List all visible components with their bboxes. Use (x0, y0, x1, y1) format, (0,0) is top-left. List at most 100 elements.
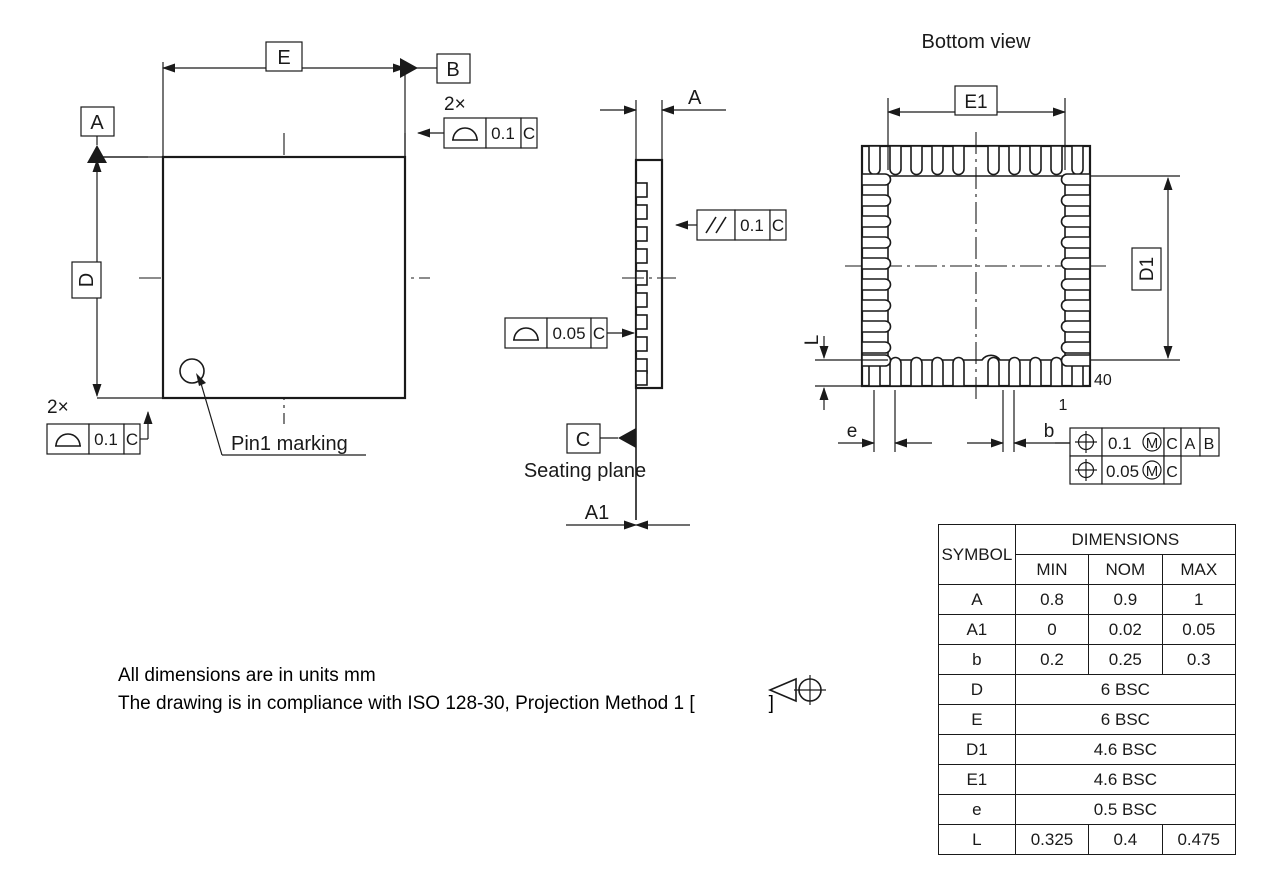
side-profile-tolerance: 0.05 (552, 324, 585, 343)
pad (1060, 320, 1091, 333)
mmc-modifier-circle-2 (1142, 460, 1162, 480)
row-max: 0.3 (1161, 644, 1236, 675)
row-symbol: b (938, 644, 1016, 675)
row-symbol: E (938, 704, 1016, 735)
datum-b-box (436, 53, 471, 84)
pin1-leader-arrow (196, 373, 206, 386)
mmc-modifier-1: M (1146, 435, 1159, 452)
pad (931, 145, 944, 176)
table-row: b 0.2 0.25 0.3 (938, 644, 1236, 675)
top-profile-multiplier: 2× (444, 94, 466, 115)
lead-pad (635, 182, 648, 198)
pad (868, 145, 881, 176)
pad (1071, 145, 1084, 176)
pads-top-row (868, 145, 1084, 176)
table-row: A 0.8 0.9 1 (938, 584, 1236, 615)
d-label: D (76, 273, 98, 287)
row-symbol: L (938, 824, 1016, 855)
parallelism-tolerance-cell (734, 209, 771, 241)
pad (1050, 145, 1063, 176)
row-nom: 0.02 (1088, 614, 1163, 645)
lead-pad (635, 204, 648, 220)
profile-of-surface-icon-left (55, 433, 81, 447)
mmc-modifier-circle-1 (1142, 432, 1162, 452)
d-label-box (71, 261, 102, 299)
parallelism-datum: C (772, 216, 784, 235)
position-tolerance-2: 0.05 (1106, 462, 1139, 481)
pad (1060, 215, 1091, 228)
table-header-row-1: SYMBOL DIMENSIONS (938, 524, 1237, 585)
datum-a-label: A (90, 112, 104, 134)
row-value-span: 0.5 BSC (1014, 794, 1237, 825)
note-projection-post: ] (768, 693, 774, 714)
profile-of-surface-icon-side (513, 327, 539, 341)
b-width-label: b (1044, 421, 1055, 442)
header-nom: NOM (1088, 554, 1163, 585)
pad (931, 356, 944, 387)
row-min: 0.2 (1014, 644, 1090, 675)
pin1-leader-line (199, 379, 223, 456)
top-profile-feature-frame: 0.1 C (443, 117, 538, 149)
package-body-outline-top (161, 155, 407, 400)
pads-left-column (861, 173, 892, 367)
pad (1029, 356, 1042, 387)
table-row: L 0.325 0.4 0.475 (938, 824, 1236, 855)
position-datum-c-2: C (1166, 464, 1178, 481)
pad (861, 194, 892, 207)
table-row: D 6 BSC (938, 674, 1237, 705)
parallelism-datum-cell (769, 209, 787, 241)
position-tolerance-1: 0.1 (1108, 434, 1132, 453)
e-pitch-label: e (847, 421, 858, 442)
pad (1060, 194, 1091, 207)
lead-pad (635, 226, 648, 242)
note-projection-pre: The drawing is in compliance with ISO 12… (118, 693, 695, 714)
top-profile-datum-cell (520, 117, 538, 149)
pad (1060, 173, 1091, 186)
mmc-modifier-2: M (1146, 463, 1159, 480)
row-nom: 0.4 (1088, 824, 1163, 855)
d1-label-box (1131, 247, 1162, 291)
a-height-label: A (688, 87, 702, 109)
dimensions-table: SYMBOL DIMENSIONS MIN NOM MAX A 0.8 0.9 … (938, 524, 1237, 855)
pad (1008, 145, 1021, 176)
lead-pad (635, 314, 648, 330)
a1-label: A1 (585, 502, 609, 524)
parallelism-feature-frame: 0.1 C (696, 209, 787, 241)
row-nom: 0.25 (1088, 644, 1163, 675)
row-value-span: 6 BSC (1014, 704, 1237, 735)
pad (861, 257, 892, 270)
pad (1060, 341, 1091, 354)
left-profile-feature-frame: 0.1 C (46, 423, 141, 455)
top-profile-tolerance: 0.1 (491, 124, 515, 143)
pad (1050, 356, 1063, 387)
position-feature-frame-primary: 0.1 M C A B (1069, 427, 1220, 457)
pad (861, 299, 892, 312)
pad (910, 356, 923, 387)
table-row: E 6 BSC (938, 704, 1237, 735)
lead-pad (635, 370, 648, 386)
position-datum-cell-b (1199, 427, 1220, 457)
pad (861, 215, 892, 228)
row-max: 0.475 (1161, 824, 1236, 855)
table-row: e 0.5 BSC (938, 794, 1237, 825)
row-symbol: e (938, 794, 1016, 825)
row-min: 0.325 (1014, 824, 1090, 855)
d1-label: D1 (1137, 257, 1158, 281)
dimensions-table-body: SYMBOL DIMENSIONS MIN NOM MAX A 0.8 0.9 … (938, 524, 1237, 855)
lead-pad (635, 292, 648, 308)
left-profile-tolerance: 0.1 (94, 430, 118, 449)
row-symbol: A (938, 584, 1016, 615)
header-min: MIN (1014, 554, 1090, 585)
l-label: L (802, 335, 823, 346)
table-header-row-2: MIN NOM MAX (939, 554, 1236, 585)
parallelism-symbol-cell (696, 209, 736, 241)
row-nom: 0.9 (1088, 584, 1163, 615)
pads-right-column (1060, 173, 1091, 367)
row-symbol: D (938, 674, 1016, 705)
row-value-span: 4.6 BSC (1014, 764, 1237, 795)
note-units: All dimensions are in units mm (118, 665, 376, 686)
position-datum-a: A (1185, 436, 1196, 453)
datum-a-triangle (87, 145, 107, 163)
row-value-span: 6 BSC (1014, 674, 1237, 705)
